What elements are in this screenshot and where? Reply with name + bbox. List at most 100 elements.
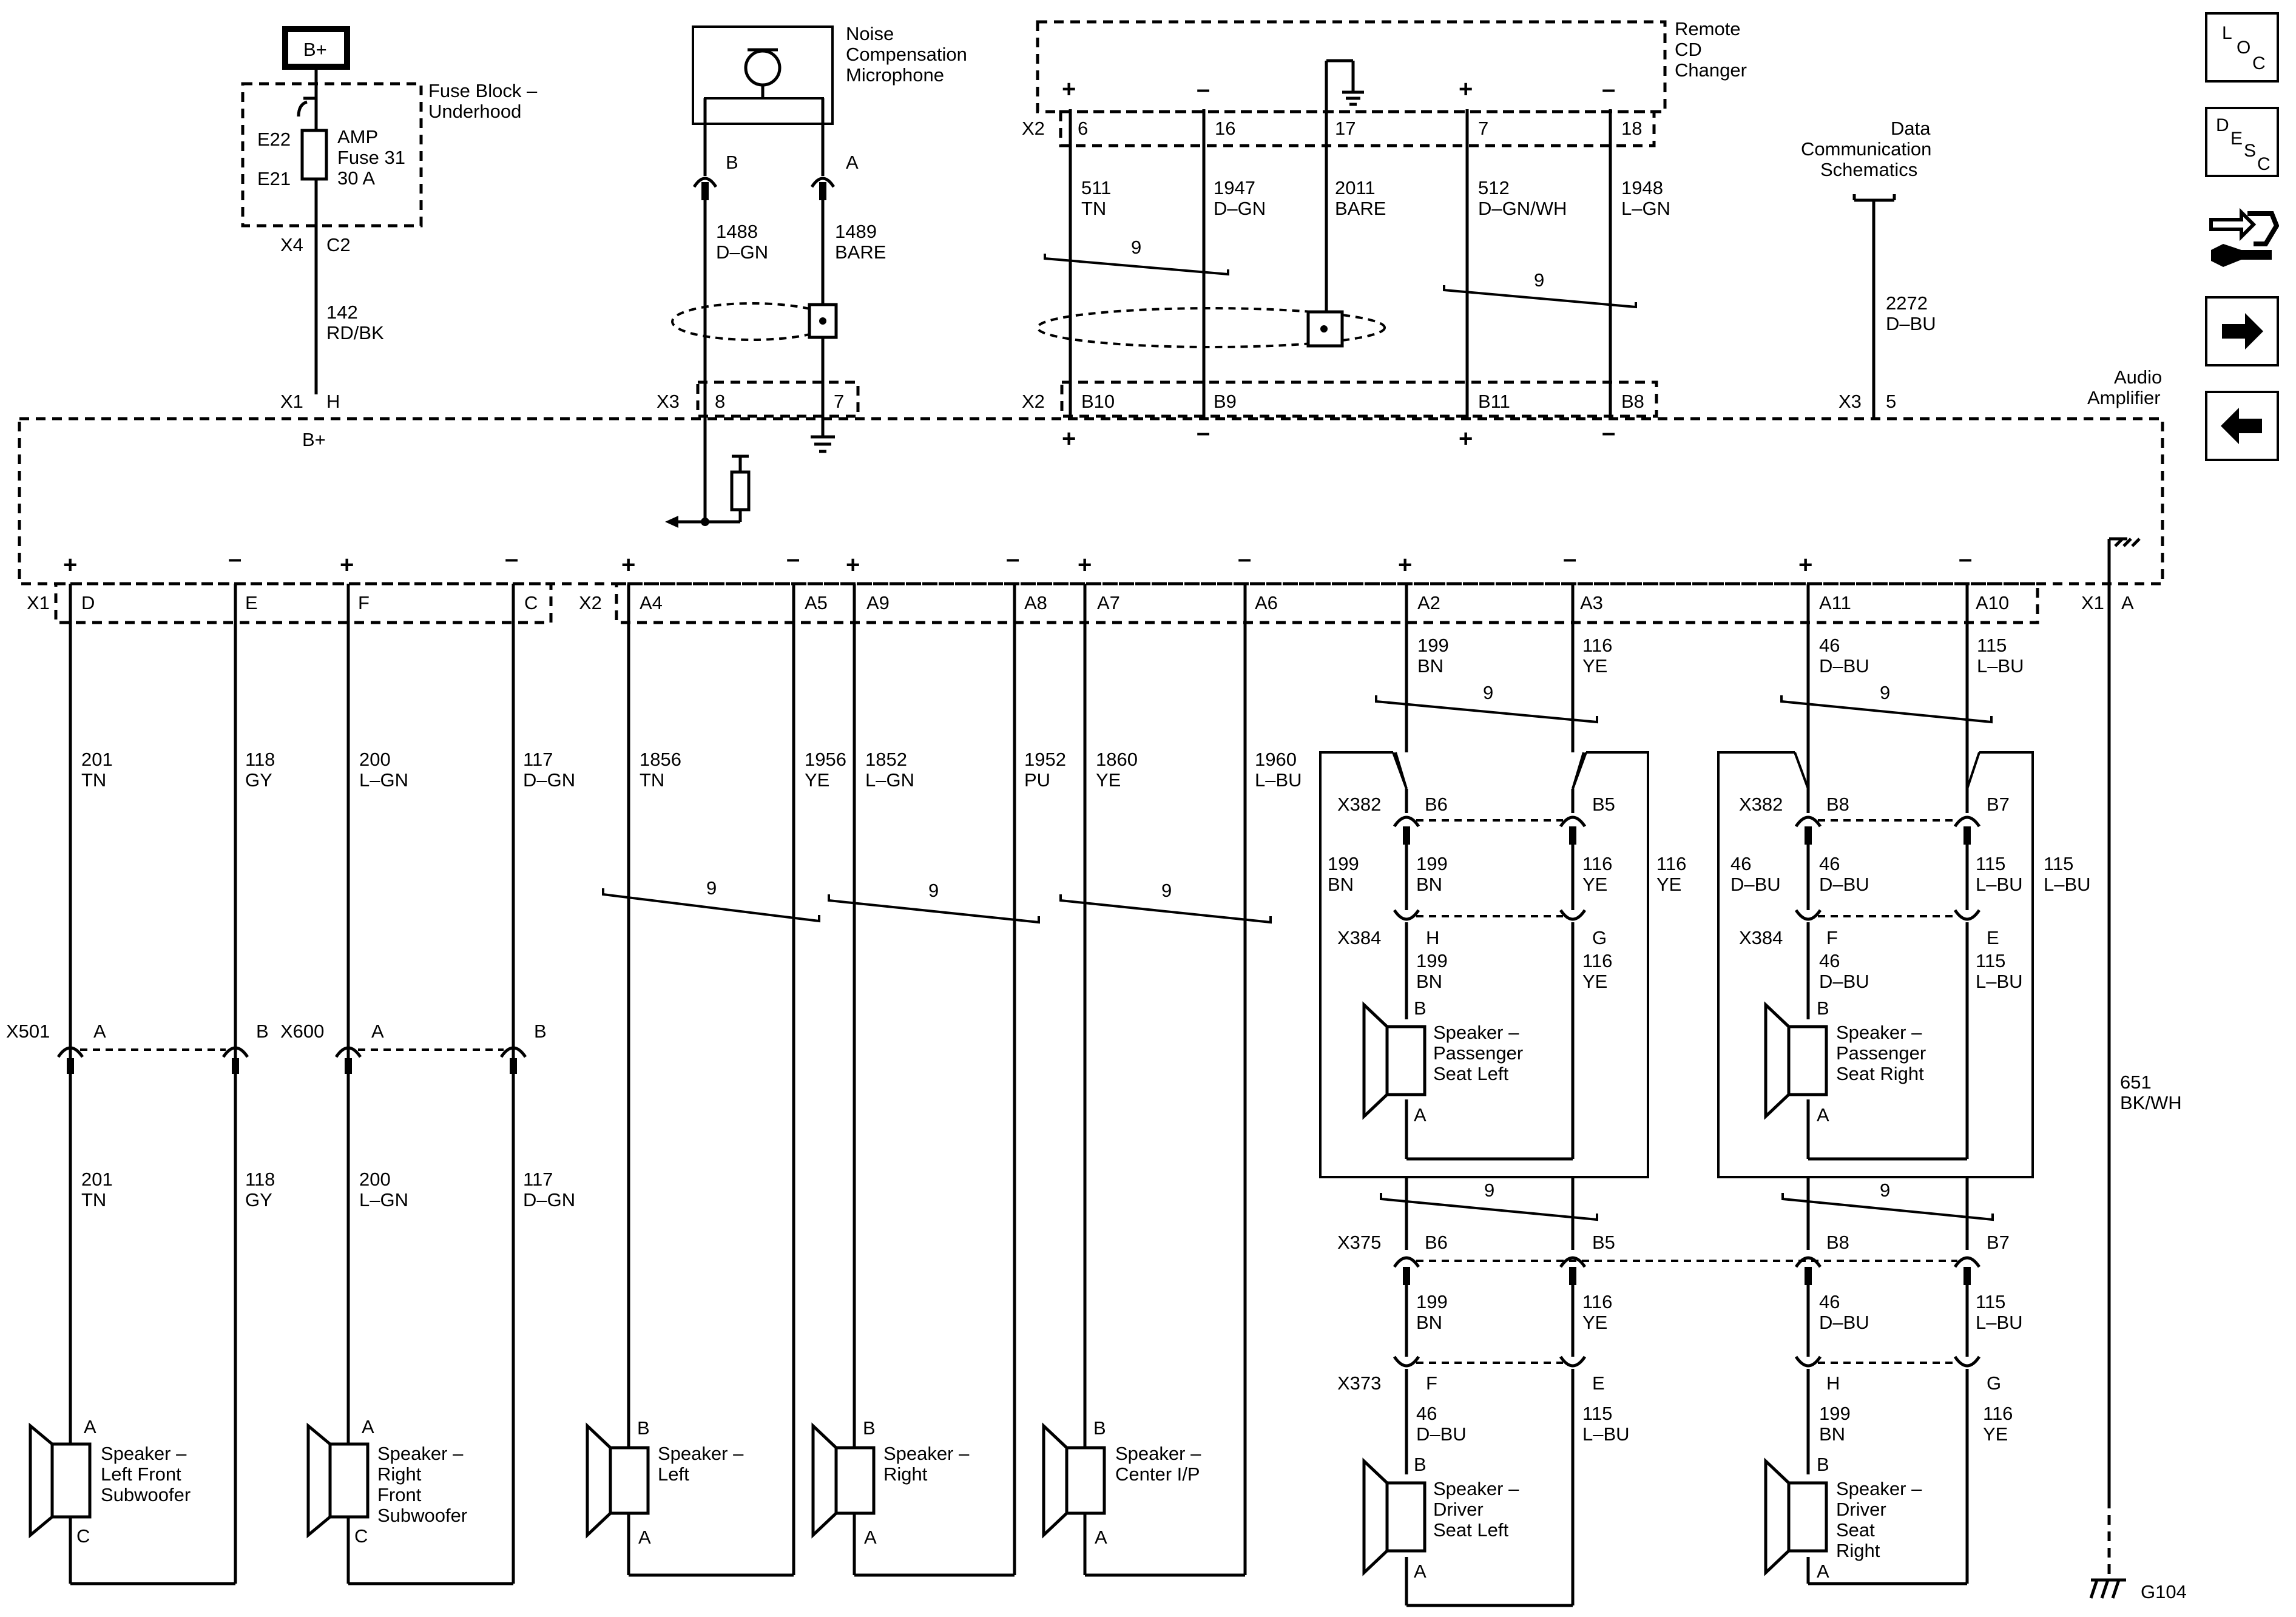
pin-f: F [358,592,370,613]
fuse-block-section: B+ E22 E21 AMP Fuse 31 30 A Fuse Block –… [241,26,538,450]
spk-right-2: Right [883,1463,928,1485]
psl-pin-b: B [1414,998,1427,1019]
speaker-icon [306,1422,370,1539]
wire-1856-color: TN [640,769,664,791]
spk-dsl-3: Seat Left [1433,1519,1508,1541]
svg-text:+: + [63,552,77,578]
twist-9-right: 9 [928,880,939,901]
dsl-pin-b: B [1414,1454,1427,1475]
wire-46-f-color: D–BU [1416,1423,1467,1445]
location-button[interactable]: L O C [2205,12,2279,83]
description-button[interactable]: D E S C [2205,107,2279,177]
pin-8: 8 [715,391,725,412]
wire-1489-num: 1489 [835,221,877,242]
spk-rfs-2: Right [377,1463,422,1485]
wire-1952-color: PU [1024,769,1050,791]
dcs-title-1: Data [1891,118,1931,139]
svg-text:–: – [1006,545,1019,572]
psr-pin-b: B [1817,998,1829,1019]
spk-center-1: Speaker – [1115,1443,1201,1464]
wire-199-c-color: BN [1416,874,1442,895]
wire-200b-color: L–GN [359,1189,408,1210]
svg-text:+: + [1798,552,1812,578]
wire-46-b-color: D–BU [1730,874,1781,895]
wire-115-b-num: 115 [1976,853,2005,874]
wire-118-num: 118 [245,749,275,770]
pin-a6: A6 [1255,592,1278,613]
wire-46-a-num: 46 [1819,635,1840,656]
spk-left-pin-b: B [637,1417,650,1439]
wire-199-e-color: BN [1416,1312,1442,1333]
subwoofer-circuits: 201 TN 118 GY 200 L–GN 117 D–GN X501 A B… [6,584,575,1585]
wire-651-num: 651 [2120,1072,2152,1093]
x373-pin-h: H [1826,1372,1840,1394]
spk-psr-3: Seat Right [1836,1063,1924,1084]
wire-118b-num: 118 [245,1169,275,1190]
svg-text:–: – [228,545,241,572]
conn-x1-a: X1 [2081,592,2104,613]
pin-a4: A4 [640,592,663,613]
twist-9-seat-b: 9 [1880,682,1890,703]
svg-text:–: – [1197,76,1210,103]
wire-2011-num: 2011 [1335,177,1376,198]
wire-201-color: TN [81,769,106,791]
spk-psl-1: Speaker – [1433,1022,1519,1043]
repair-tools-icon[interactable] [2205,201,2280,272]
conn-x384-left: X384 [1337,927,1381,948]
spk-left-pin-a: A [638,1527,651,1548]
wire-118-color: GY [245,769,272,791]
x382-pin-b5: B5 [1592,794,1615,815]
conn-x3-top: X3 [657,391,680,412]
x382-pin-b7: B7 [1987,794,2010,815]
x375-pin-b8: B8 [1826,1232,1849,1253]
wire-199-c-num: 199 [1416,853,1448,874]
wire-117-color: D–GN [523,769,575,791]
x384-pin-g: G [1592,927,1607,948]
wire-46-d-num: 46 [1819,950,1840,971]
twist-9-cd-b: 9 [1534,269,1544,291]
pin-e: E [245,592,258,613]
speaker-icon [29,1422,92,1539]
pin-a5: A5 [805,592,828,613]
svg-text:+: + [621,552,635,578]
wire-1948-color: L–GN [1621,198,1670,219]
pin-d: D [81,592,95,613]
spk-center-pin-b: B [1093,1417,1106,1439]
mic-title-2: Compensation [846,44,967,65]
wire-1956-color: YE [805,769,829,791]
twist-9-center: 9 [1161,880,1172,901]
wire-651-color: BK/WH [2120,1092,2182,1113]
wire-200-color: L–GN [359,769,408,791]
speaker-icon [811,1422,876,1539]
spk-left-2: Left [658,1463,689,1485]
spk-psr-1: Speaker – [1836,1022,1922,1043]
wire-199-e-num: 199 [1416,1291,1448,1312]
spk-psl-2: Passenger [1433,1042,1523,1064]
pin-c: C [524,592,538,613]
wire-46-d-color: D–BU [1819,971,1869,992]
wire-200b-num: 200 [359,1169,391,1190]
desc-letter-e: E [2230,129,2243,149]
conn-x2-amp: X2 [1022,391,1045,412]
x375-pin-b5: B5 [1592,1232,1615,1253]
conn-x3-5: X3 [1838,391,1862,412]
pin-7: 7 [834,391,844,412]
data-communication-section: Data Communication Schematics 2272 D–BU … [1801,118,2162,419]
wire-2272-num: 2272 [1886,292,1928,314]
wire-199-a-color: BN [1417,655,1443,677]
wire-1952-num: 1952 [1024,749,1066,770]
speaker-icon [1764,1001,1828,1120]
lfs-pin-c: C [76,1525,90,1547]
loc-letter-o: O [2237,38,2251,58]
fuse-line2: Fuse 31 [337,147,405,168]
wire-46-c-num: 46 [1819,853,1840,874]
previous-page-button[interactable] [2205,391,2279,461]
loc-letter-l: L [2222,23,2232,43]
mic-title-1: Noise [846,23,894,44]
b-plus-label: B+ [303,39,327,60]
next-page-button[interactable] [2205,296,2279,366]
conn-x1-bot: X1 [27,592,50,613]
wire-46-e-color: D–BU [1819,1312,1869,1333]
wire-1960-num: 1960 [1255,749,1297,770]
